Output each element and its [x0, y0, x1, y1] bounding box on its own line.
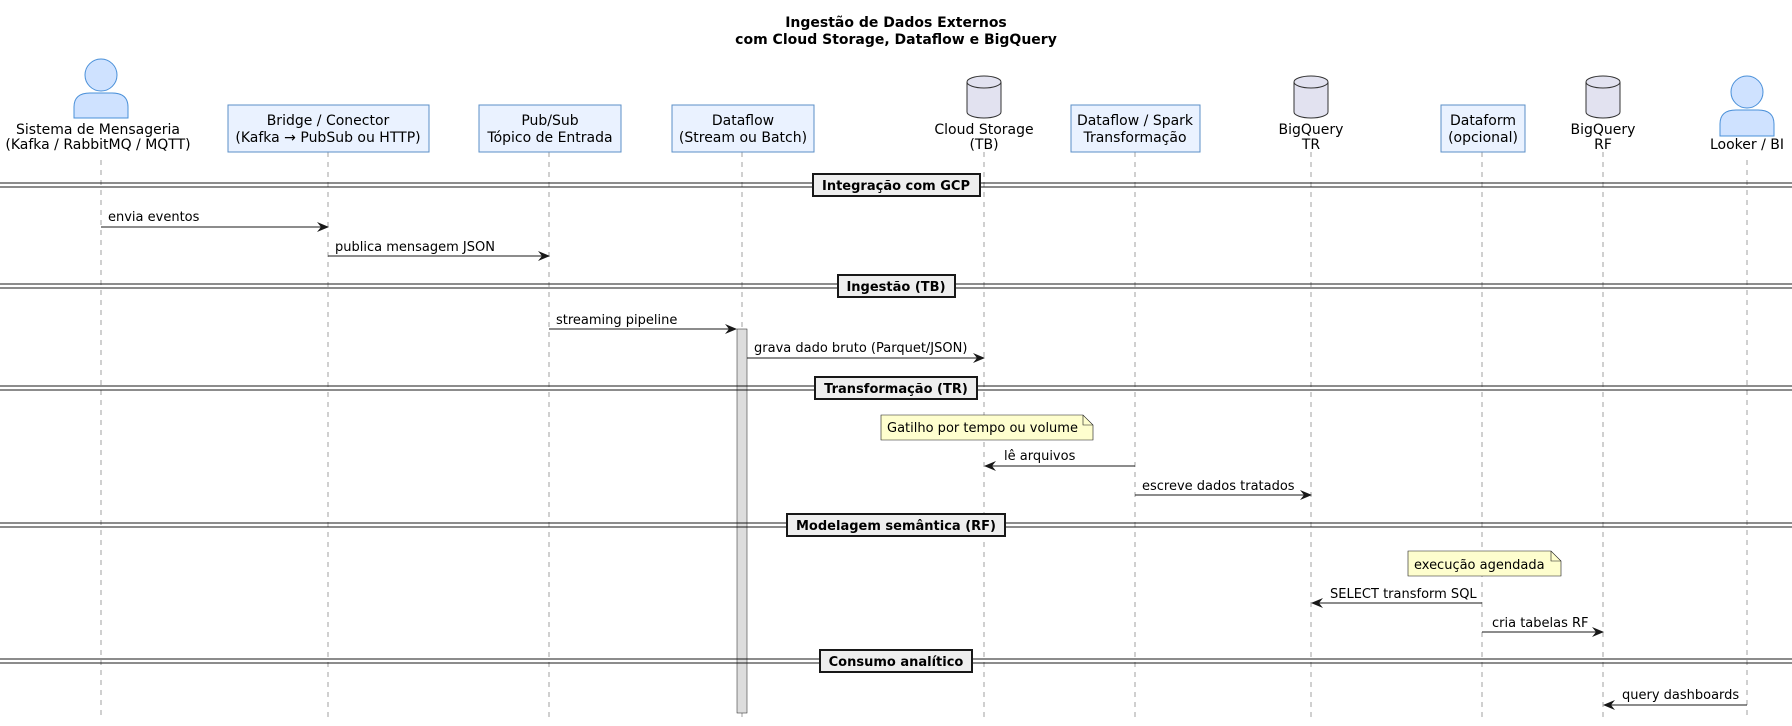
divider-box [812, 173, 981, 197]
note-shape [880, 414, 1094, 441]
participant-label-line1: Sistema de Mensageria [16, 122, 180, 138]
diagram-title-line1: Ingestão de Dados Externos [785, 15, 1007, 31]
participant-cloud-storage: Cloud Storage (TB) [934, 75, 1034, 153]
message-label: cria tabelas RF [1492, 616, 1589, 631]
participant-label-line1: Dataflow / Spark [1077, 113, 1194, 129]
message-grava-dado-bruto: grava dado bruto (Parquet/JSON) [747, 341, 985, 363]
participant-label-line2: Tópico de Entrada [486, 130, 612, 146]
participant-box [227, 104, 430, 153]
participant-box [1070, 104, 1201, 153]
message-publica-json: publica mensagem JSON [328, 240, 550, 261]
message-label: streaming pipeline [556, 313, 677, 328]
message-streaming-pipeline: streaming pipeline [549, 313, 737, 334]
participant-label-line2: Transformação [1082, 130, 1186, 146]
participant-dataflow: Dataflow (Stream ou Batch) [671, 104, 815, 153]
message-le-arquivos: lê arquivos [984, 449, 1135, 471]
participant-bigquery-tr: BigQuery TR [1279, 75, 1344, 153]
divider-box [819, 649, 973, 673]
divider-box [837, 274, 956, 298]
message-escreve-dados-tratados: escreve dados tratados [1135, 479, 1312, 500]
note-label: Gatilho por tempo ou volume [887, 421, 1078, 436]
activation-bar-dataflow [736, 328, 748, 714]
database-icon [966, 75, 1002, 119]
participant-pubsub: Pub/Sub Tópico de Entrada [478, 104, 622, 153]
participant-label-line1: Bridge / Conector [267, 113, 390, 129]
divider-label: Modelagem semântica (RF) [796, 519, 996, 534]
divider-box [814, 376, 978, 400]
participant-box [671, 104, 815, 153]
message-envia-eventos: envia eventos [101, 210, 329, 232]
divider-label: Ingestão (TB) [846, 280, 945, 295]
participant-label-line1: Looker / BI [1710, 137, 1784, 153]
divider-transformacao-tr: Transformação (TR) [0, 376, 1792, 400]
database-icon [1293, 75, 1329, 119]
note-execucao-agendada: execução agendada [1407, 550, 1562, 577]
participant-label-line1: Dataflow [712, 113, 774, 129]
divider-box [786, 513, 1006, 537]
note-label: execução agendada [1414, 558, 1545, 573]
participant-label-line1: BigQuery [1571, 122, 1636, 138]
participant-label-line2: (Kafka / RabbitMQ / MQTT) [5, 137, 190, 153]
divider-integracao-gcp: Integração com GCP [0, 173, 1792, 197]
participant-dataflow-spark: Dataflow / Spark Transformação [1070, 104, 1201, 153]
divider-label: Integração com GCP [822, 179, 970, 194]
message-select-transform-sql: SELECT transform SQL [1311, 587, 1482, 608]
divider-modelagem-rf: Modelagem semântica (RF) [0, 513, 1792, 537]
message-label: SELECT transform SQL [1330, 587, 1477, 602]
message-query-dashboards: query dashboards [1603, 688, 1747, 710]
divider-label: Transformação (TR) [824, 382, 968, 397]
diagram-title-line2: com Cloud Storage, Dataflow e BigQuery [735, 32, 1057, 48]
message-label: escreve dados tratados [1142, 479, 1295, 494]
participant-label-line1: Pub/Sub [521, 113, 578, 129]
participant-label-line2: (Stream ou Batch) [679, 130, 807, 146]
participant-box [478, 104, 622, 153]
divider-label: Consumo analítico [829, 655, 964, 670]
participant-label-line2: (Kafka → PubSub ou HTTP) [235, 130, 420, 146]
note-shape [1407, 550, 1562, 577]
message-label: lê arquivos [1004, 449, 1076, 464]
participant-sistema-mensageria: Sistema de Mensageria (Kafka / RabbitMQ … [5, 58, 191, 153]
participant-dataform: Dataform (opcional) [1440, 104, 1526, 153]
participant-bridge-conector: Bridge / Conector (Kafka → PubSub ou HTT… [227, 104, 430, 153]
message-label: publica mensagem JSON [335, 240, 495, 255]
participant-label-line1: Cloud Storage [934, 122, 1033, 138]
participant-label-line1: BigQuery [1279, 122, 1344, 138]
participant-looker-bi: Looker / BI [1710, 75, 1784, 153]
actor-icon [1719, 75, 1775, 137]
message-label: query dashboards [1622, 688, 1739, 703]
divider-consumo-analitico: Consumo analítico [0, 649, 1792, 673]
message-cria-tabelas-rf: cria tabelas RF [1482, 616, 1604, 637]
participant-label-line2: (opcional) [1448, 130, 1518, 146]
participant-label-line2: RF [1594, 137, 1612, 153]
database-icon [1585, 75, 1621, 119]
participant-bigquery-rf: BigQuery RF [1571, 75, 1636, 153]
participant-label-line2: TR [1301, 137, 1321, 153]
participant-box [1440, 104, 1526, 153]
actor-icon [73, 58, 129, 119]
message-label: grava dado bruto (Parquet/JSON) [754, 341, 967, 356]
divider-ingestao-tb: Ingestão (TB) [0, 274, 1792, 298]
participant-label-line1: Dataform [1450, 113, 1516, 129]
message-label: envia eventos [108, 210, 200, 225]
participant-label-line2: (TB) [969, 137, 998, 153]
note-gatilho: Gatilho por tempo ou volume [880, 414, 1094, 441]
